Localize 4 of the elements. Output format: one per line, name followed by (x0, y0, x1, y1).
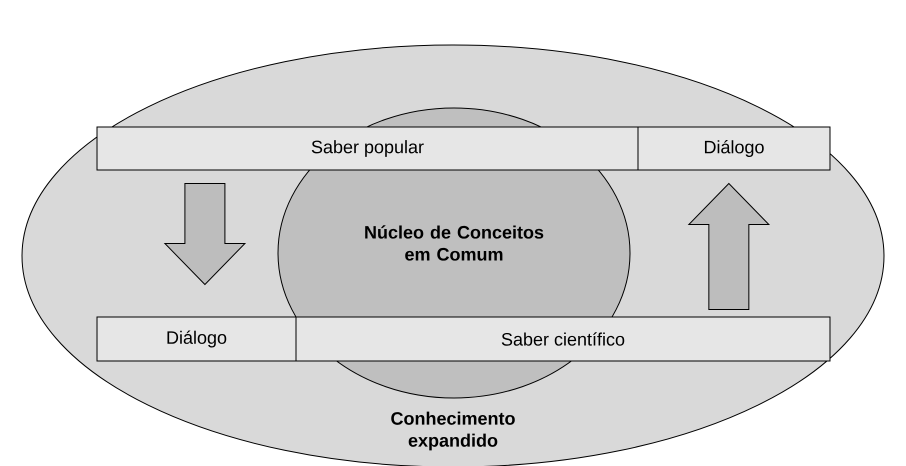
bar-box: Diálogo (96, 316, 296, 362)
block-arrow (164, 183, 246, 286)
bar-box: Diálogo (638, 126, 830, 170)
block-arrow (688, 182, 770, 310)
